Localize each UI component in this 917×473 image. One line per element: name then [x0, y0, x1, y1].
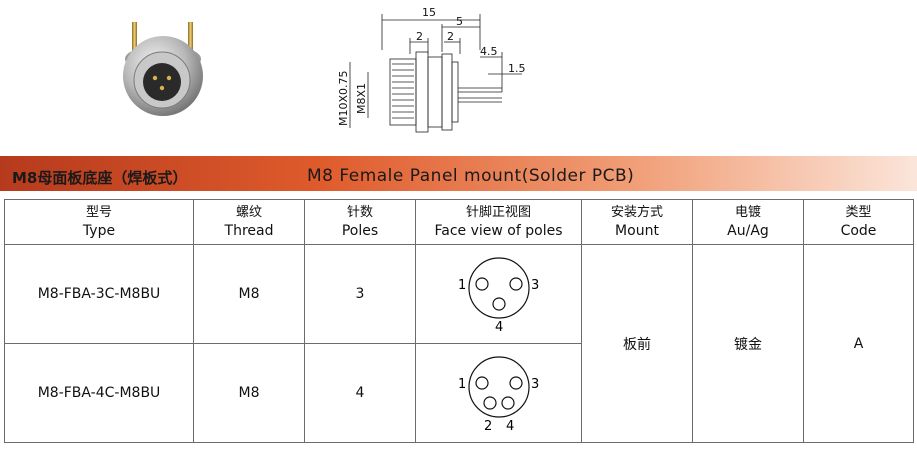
pin-label-2: 2: [484, 419, 492, 434]
pin-label-3: 3: [531, 377, 539, 392]
dimension-drawing: 15 5 2 2 4.5 1.5 M10X0.75 M8X1: [337, 6, 526, 133]
pin-4: [491, 297, 506, 311]
pin-label-4: 4: [495, 320, 503, 334]
banner-title-cn: M8母面板底座（焊板式）: [12, 169, 188, 187]
dim-4-5-label: 4.5: [480, 45, 498, 58]
title-banner: M8母面板底座（焊板式） M8 Female Panel mount(Solde…: [0, 156, 917, 194]
type-cell: M8-FBA-4C-M8BU: [4, 343, 194, 443]
pin-label-1: 1: [458, 278, 466, 293]
dim-2b-label: 2: [447, 30, 454, 43]
poles-cell: 3: [304, 244, 416, 344]
dim-15-label: 15: [422, 6, 436, 19]
pin-face-4pole: 1 3 2 4: [458, 356, 539, 434]
connector-photo: [123, 22, 203, 116]
pin-4: [500, 396, 515, 410]
dim-5-label: 5: [456, 15, 463, 28]
pin-1: [474, 277, 489, 291]
pin-3: [508, 277, 523, 291]
pin-1: [474, 376, 489, 390]
thread-cell: M8: [193, 244, 305, 344]
mount-cell: 板前: [581, 244, 693, 443]
pin-label-4: 4: [506, 419, 514, 434]
dim-2a-label: 2: [416, 30, 423, 43]
face-view-cell: 1 3 2 4: [415, 343, 582, 443]
pin-face-3pole: 1 3 4: [458, 257, 539, 334]
pin-2: [482, 396, 497, 410]
plating-cell: 镀金: [692, 244, 804, 443]
thread-outer-label: M10X0.75: [337, 70, 350, 126]
code-cell: A: [803, 244, 914, 443]
table-row: M8-FBA-3C-M8BU M8 3 1 3 4 板前 镀金 A: [4, 244, 914, 443]
table-row: M8-FBA-4C-M8BU M8 4 1 3 2 4: [4, 343, 914, 443]
face-view-cell: 1 3 4: [415, 244, 582, 344]
type-cell: M8-FBA-3C-M8BU: [4, 244, 194, 344]
poles-cell: 4: [304, 343, 416, 443]
pin-label-1: 1: [458, 377, 466, 392]
thread-cell: M8: [193, 343, 305, 443]
pin-3: [508, 376, 523, 390]
dim-1-5-label: 1.5: [508, 62, 526, 75]
banner-title-en: M8 Female Panel mount(Solder PCB): [307, 166, 635, 186]
pin-label-3: 3: [531, 278, 539, 293]
thread-inner-label: M8X1: [355, 83, 368, 114]
